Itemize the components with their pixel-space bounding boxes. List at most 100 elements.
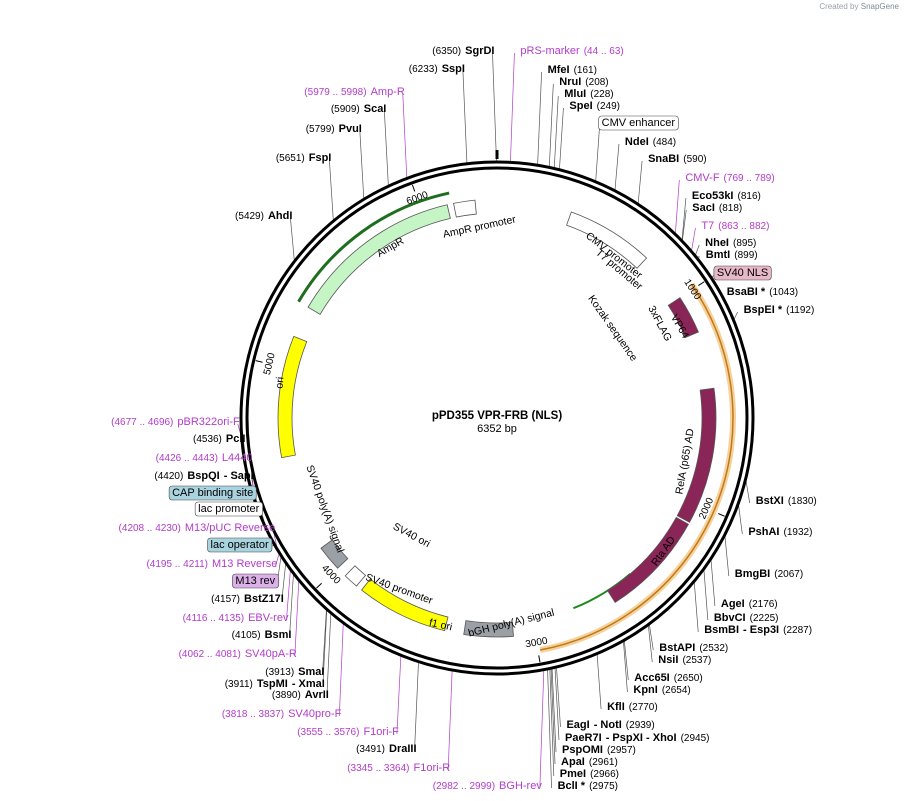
site-label: SnaBI(590) (648, 153, 707, 165)
feature-f1-ori[interactable] (361, 578, 449, 632)
site-pos: (249) (597, 101, 620, 112)
leader-line (681, 209, 687, 242)
svg-text:(5799)PvuI: (5799)PvuI (306, 123, 362, 135)
svg-text:Acc65I(2650): Acc65I(2650) (634, 672, 702, 684)
primer-label: (4426 .. 4443)L4440 (156, 452, 253, 464)
svg-text:(6350)SgrDI: (6350)SgrDI (432, 45, 494, 57)
site-pos: (2287) (783, 625, 812, 636)
primer-range: (4195 .. 4211) (146, 559, 208, 570)
leader-line (359, 130, 365, 200)
primer-label: pRS-marker(44 .. 63) (520, 45, 623, 57)
leader-line (281, 562, 287, 602)
leader-line (275, 552, 280, 567)
boxed-label: lac operator (207, 537, 273, 553)
site-pos: (5651) (276, 153, 305, 164)
feature-sv40-poly-a-signal[interactable] (320, 539, 349, 569)
svg-text:PmeI(2966): PmeI(2966) (560, 768, 619, 780)
feature-box (232, 573, 279, 589)
site-pos: (5909) (331, 104, 360, 115)
feature-box (598, 115, 679, 131)
site-label: (5429)AhdI (235, 210, 292, 222)
site-name: NruI (559, 76, 581, 88)
boxed-label: CAP binding site (168, 485, 257, 501)
orf-arcs (297, 191, 736, 653)
site-label: MfeI(161) (548, 64, 597, 76)
site-label: (5651)FspI (276, 152, 332, 164)
feature-vp64[interactable] (667, 297, 699, 339)
site-pos: (2939) (626, 720, 655, 731)
site-pos: (4157) (211, 594, 240, 605)
svg-text:SpeI(249): SpeI(249) (569, 100, 620, 112)
leader-line (737, 503, 743, 535)
feature-ampr-promoter[interactable] (453, 199, 477, 218)
leader-line (414, 661, 419, 752)
leader-line (614, 143, 620, 191)
leader-line (553, 95, 559, 169)
svg-text:(4420)BspQI- SapI: (4420)BspQI- SapI (154, 470, 253, 482)
site-name: BmtI (706, 249, 730, 261)
primer-range: (4208 .. 4230) (119, 523, 181, 534)
svg-text:(5909)ScaI: (5909)ScaI (331, 103, 387, 115)
leader-line (681, 197, 687, 241)
boxed-label: CMV enhancer (598, 115, 679, 131)
scale-tick (538, 655, 541, 663)
svg-text:PspOMI(2957): PspOMI(2957) (562, 744, 636, 756)
site-label: (6233)SspI (409, 63, 465, 75)
svg-text:(3818 .. 3837)SV40pro-F: (3818 .. 3837)SV40pro-F (222, 708, 342, 720)
leader-line (322, 608, 327, 675)
site-label: BmgBI(2067) (735, 568, 803, 580)
site-extra: - XmaI (292, 678, 325, 690)
site-label: BstAPI(2532) (659, 642, 728, 654)
primer-range: (4062 .. 4081) (179, 649, 241, 660)
svg-text:KflI(2770): KflI(2770) (607, 701, 658, 713)
leader-line (322, 609, 328, 687)
site-pos: (816) (738, 191, 761, 202)
primer-range: (44 .. 63) (584, 46, 624, 57)
leader-line (338, 622, 344, 717)
site-label: (3890)AvrII (272, 689, 329, 701)
leader-line (326, 612, 332, 698)
site-name: KflI (607, 701, 625, 713)
svg-text:(4105)BsmI: (4105)BsmI (232, 629, 292, 641)
svg-text:MluI(228): MluI(228) (564, 88, 613, 100)
feature-bgh-poly-a-signal[interactable] (463, 620, 514, 638)
svg-text:MfeI(161): MfeI(161) (548, 64, 597, 76)
feature-sv40-promoter[interactable] (344, 565, 367, 587)
primer-name: Amp-R (371, 86, 405, 98)
site-pos: (228) (590, 89, 613, 100)
site-name: PmeI (560, 768, 586, 780)
feature-rela-p65-ad[interactable] (676, 387, 717, 523)
feature-cmv-promoter[interactable] (566, 211, 648, 269)
plasmid-length: 6352 bp (477, 423, 517, 435)
scale-tick (718, 513, 725, 517)
svg-text:(6233)SspI: (6233)SspI (409, 63, 465, 75)
feature-label: SV40 poly(A) signal (303, 464, 346, 555)
svg-text:KpnI(2654): KpnI(2654) (633, 684, 690, 696)
svg-text:NruI(208): NruI(208) (559, 76, 608, 88)
feature-label: SV40 ori (391, 521, 432, 551)
leader-line (290, 217, 295, 262)
leader-line (447, 670, 453, 771)
feature-box (713, 265, 772, 281)
leader-line (384, 110, 389, 187)
primer-name: M13/pUC Reverse (185, 522, 275, 534)
feature-ori[interactable] (277, 335, 308, 459)
site-name: BstAPI (659, 642, 695, 654)
site-pos: (4420) (154, 471, 183, 482)
feature-rta-ad[interactable] (607, 516, 690, 603)
feature-ampr[interactable] (307, 204, 451, 315)
site-label: (3911)TspMI- XmaI (225, 678, 325, 690)
leader-line (510, 52, 515, 163)
svg-text:lac operator: lac operator (211, 539, 269, 551)
site-label: (4536)PciI (193, 433, 245, 445)
svg-text:EagI- NotI(2939): EagI- NotI(2939) (566, 719, 654, 731)
leader-line (492, 52, 497, 163)
credit-prefix: Created by (819, 2, 859, 11)
primer-label: (4116 .. 4135)EBV-rev (183, 612, 289, 624)
site-label: BmtI(899) (706, 249, 758, 261)
primer-label: (4062 .. 4081)SV40pA-R (179, 648, 297, 660)
site-name: PvuI (339, 123, 362, 135)
site-pos: (3890) (272, 690, 301, 701)
site-pos: (6350) (432, 46, 461, 57)
leader-line (550, 668, 556, 765)
